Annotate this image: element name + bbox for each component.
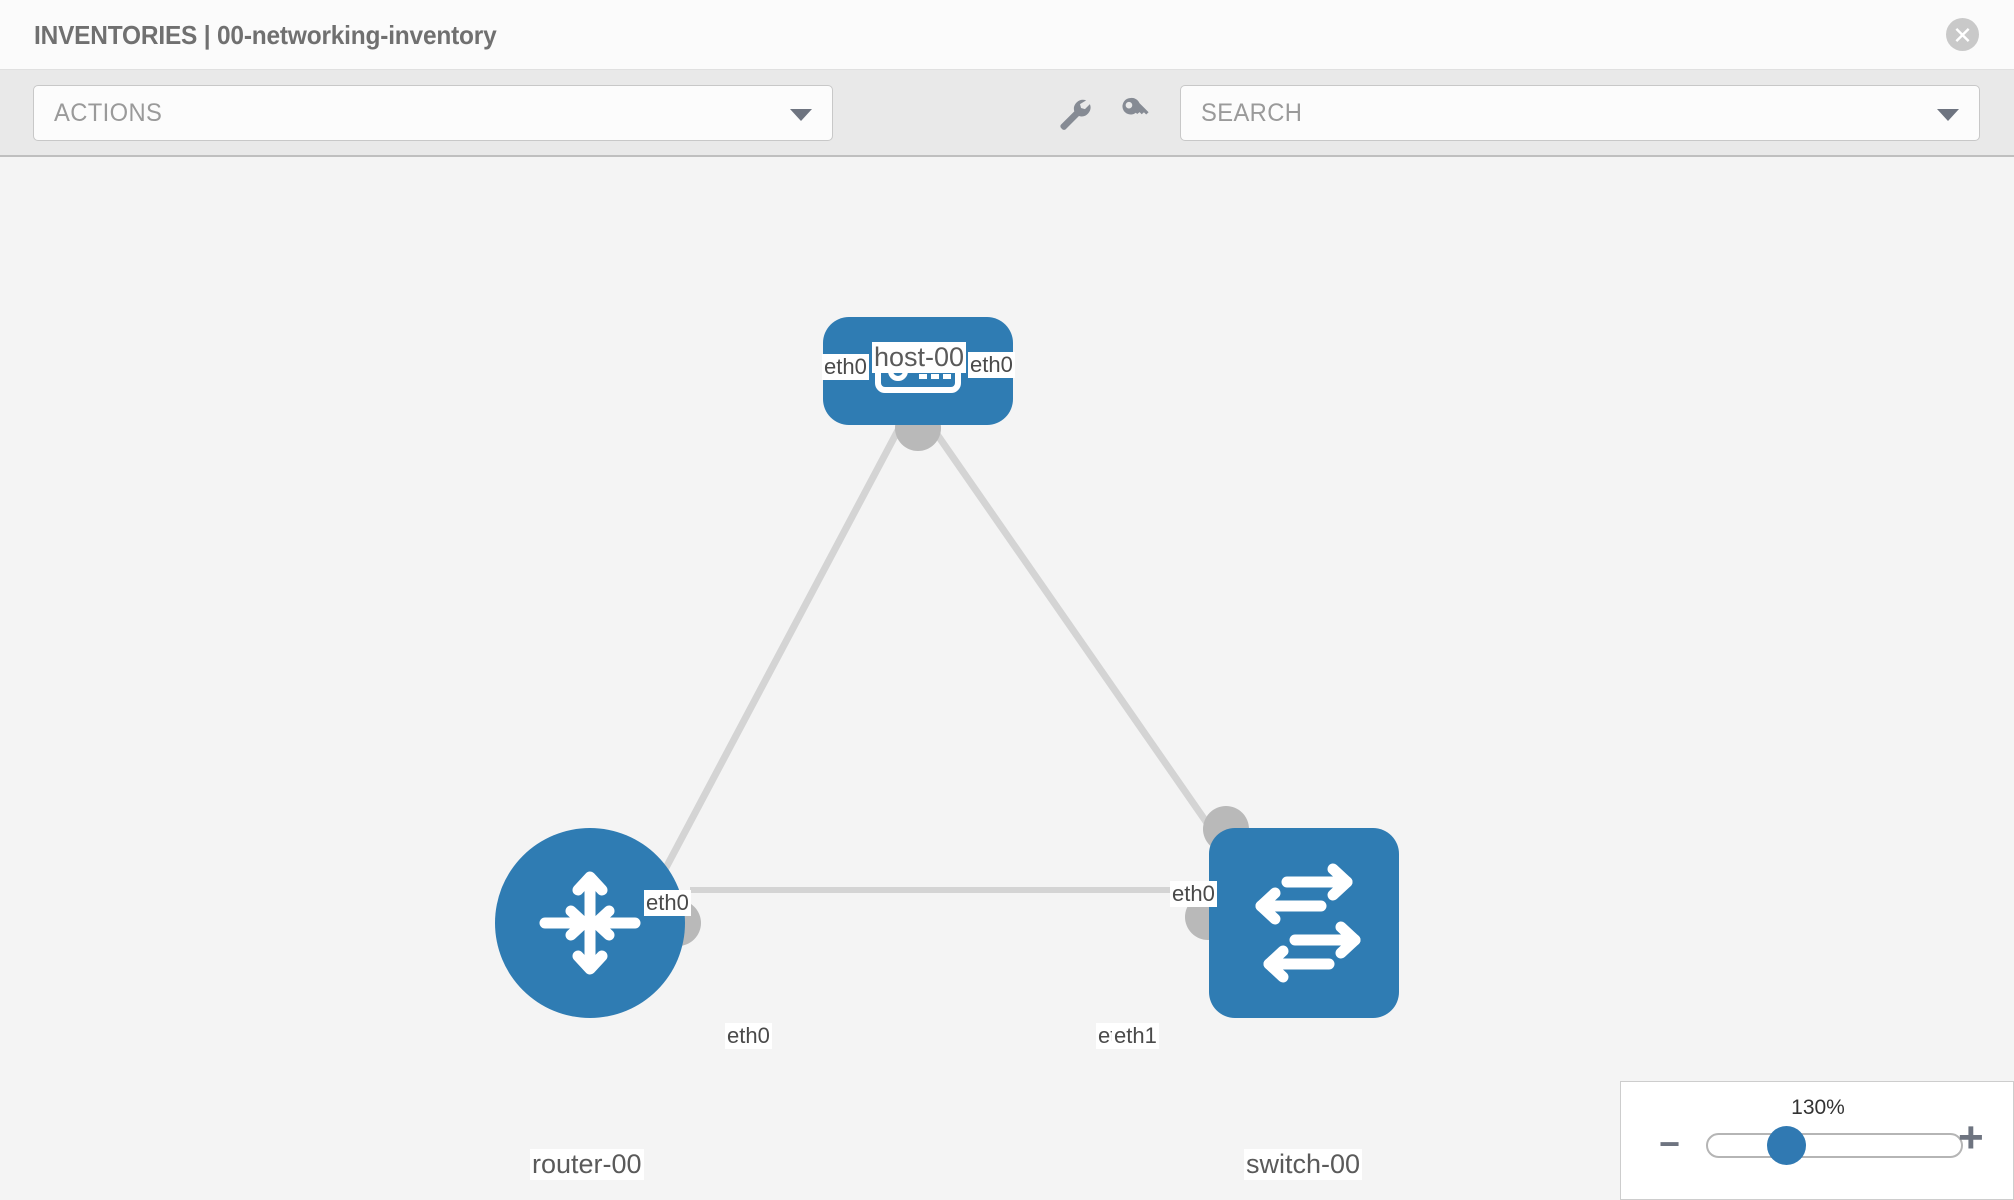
node-router-00[interactable] — [495, 828, 701, 1018]
eth-label-router-right: eth0 — [725, 1023, 772, 1049]
page-header: INVENTORIES | 00-networking-inventory — [0, 0, 2014, 70]
close-icon[interactable] — [1946, 18, 1979, 51]
search-input[interactable]: SEARCH — [1180, 85, 1980, 141]
switch-node-shape[interactable] — [1209, 828, 1399, 1018]
node-label-switch-00: switch-00 — [1244, 1149, 1363, 1180]
wrench-icon[interactable] — [1056, 95, 1092, 136]
actions-dropdown-label: ACTIONS — [54, 99, 163, 127]
four-way-arrow-icon — [539, 871, 641, 975]
node-label-host-00: host-00 — [872, 342, 967, 373]
key-icon[interactable] — [1118, 95, 1154, 136]
zoom-level-label: 130% — [1791, 1096, 1845, 1119]
page-title: INVENTORIES | 00-networking-inventory — [34, 20, 497, 50]
zoom-control-panel: 130% − + — [1620, 1081, 2014, 1200]
node-label-router-00: router-00 — [530, 1149, 644, 1180]
topology-links — [656, 415, 1235, 893]
eth-label-switch-left-over: eth1 — [1112, 1023, 1159, 1049]
eth-label-router-up: eth0 — [644, 890, 691, 916]
eth-label-host-left: eth0 — [822, 354, 869, 380]
eth-label-switch-up: eth0 — [1170, 881, 1217, 907]
link-host-switch — [922, 415, 1235, 861]
eth-label-host-right: eth0 — [968, 352, 1015, 378]
zoom-slider-track[interactable] — [1706, 1133, 1963, 1158]
actions-dropdown[interactable]: ACTIONS — [33, 85, 833, 141]
chevron-down-icon — [790, 109, 812, 121]
zoom-slider-thumb[interactable] — [1767, 1126, 1806, 1165]
link-host-router — [656, 415, 909, 881]
switch-arrows-icon — [1255, 863, 1361, 983]
search-placeholder: SEARCH — [1201, 99, 1303, 127]
zoom-out-button[interactable]: − — [1659, 1123, 1681, 1164]
topology-canvas[interactable]: host-00 eth0 eth0 — [0, 159, 2014, 1200]
zoom-in-button[interactable]: + — [1958, 1113, 1984, 1162]
node-switch-00[interactable] — [1185, 806, 1399, 1018]
chevron-down-icon[interactable] — [1937, 109, 1959, 121]
